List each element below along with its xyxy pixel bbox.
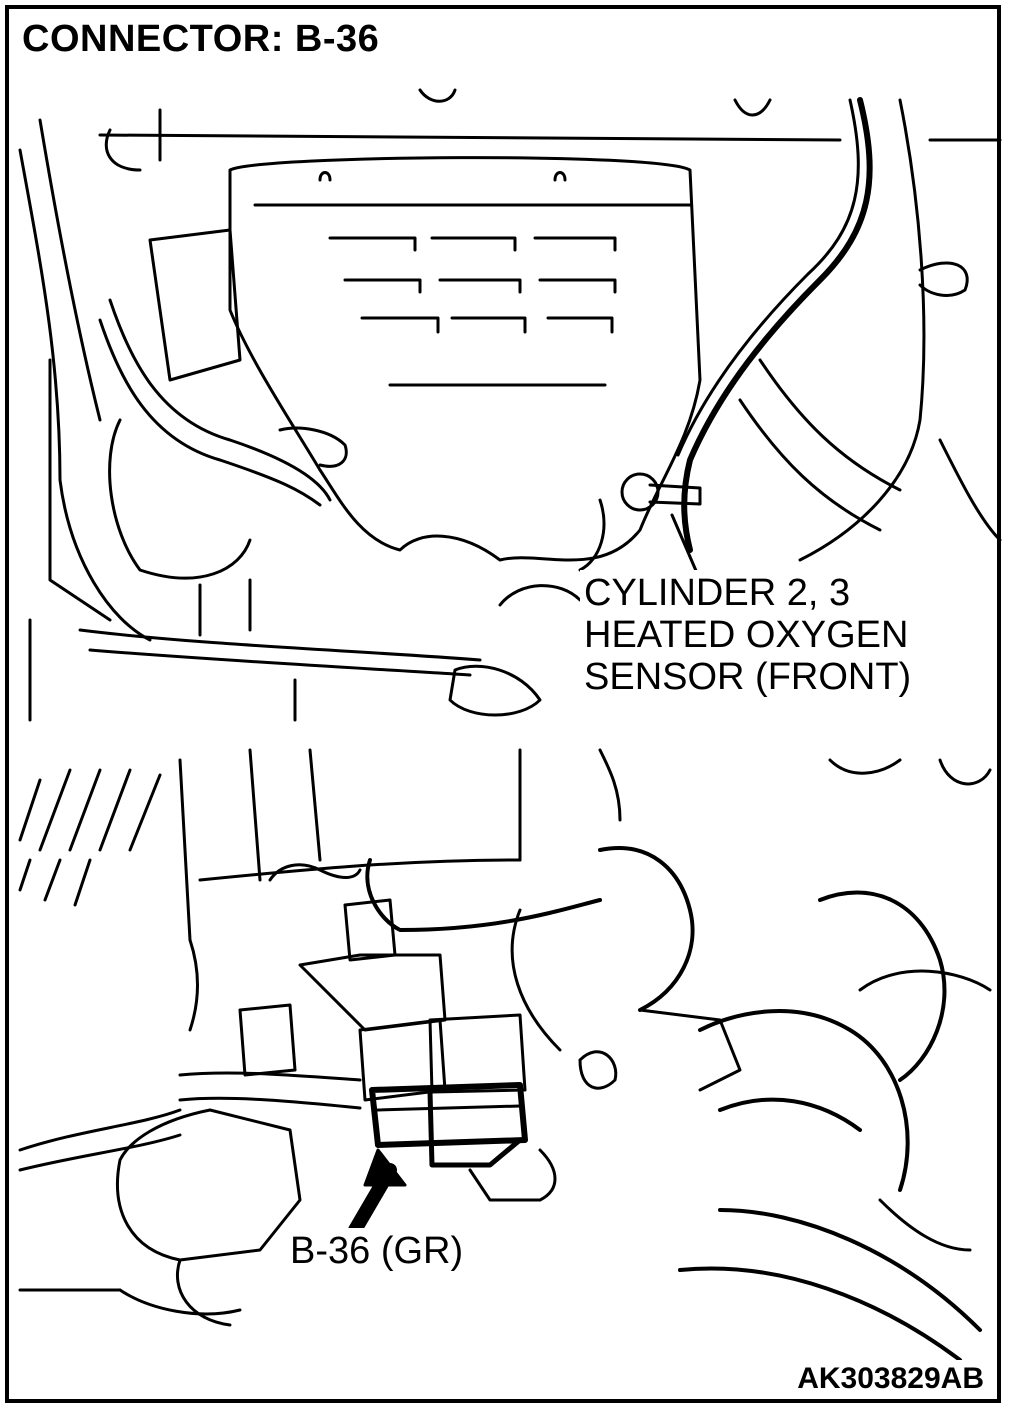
engine-top-drawing <box>18 88 1002 722</box>
callout-line-3: SENSOR (FRONT) <box>584 656 912 698</box>
oxygen-sensor-callout: CYLINDER 2, 3 HEATED OXYGEN SENSOR (FRON… <box>580 570 916 702</box>
engine-top-view <box>0 60 1010 730</box>
callout-line-1: CYLINDER 2, 3 <box>584 572 851 614</box>
figure-code: AK303829AB <box>797 1362 984 1395</box>
callout-line-2: HEATED OXYGEN <box>584 614 909 656</box>
engine-cover-outline <box>228 156 702 562</box>
connector-closeup-drawing <box>18 748 992 1360</box>
connector-label: B-36 (GR) <box>286 1228 468 1275</box>
figure-title: CONNECTOR: B-36 <box>22 18 380 60</box>
connector-closeup-view <box>0 730 1010 1360</box>
